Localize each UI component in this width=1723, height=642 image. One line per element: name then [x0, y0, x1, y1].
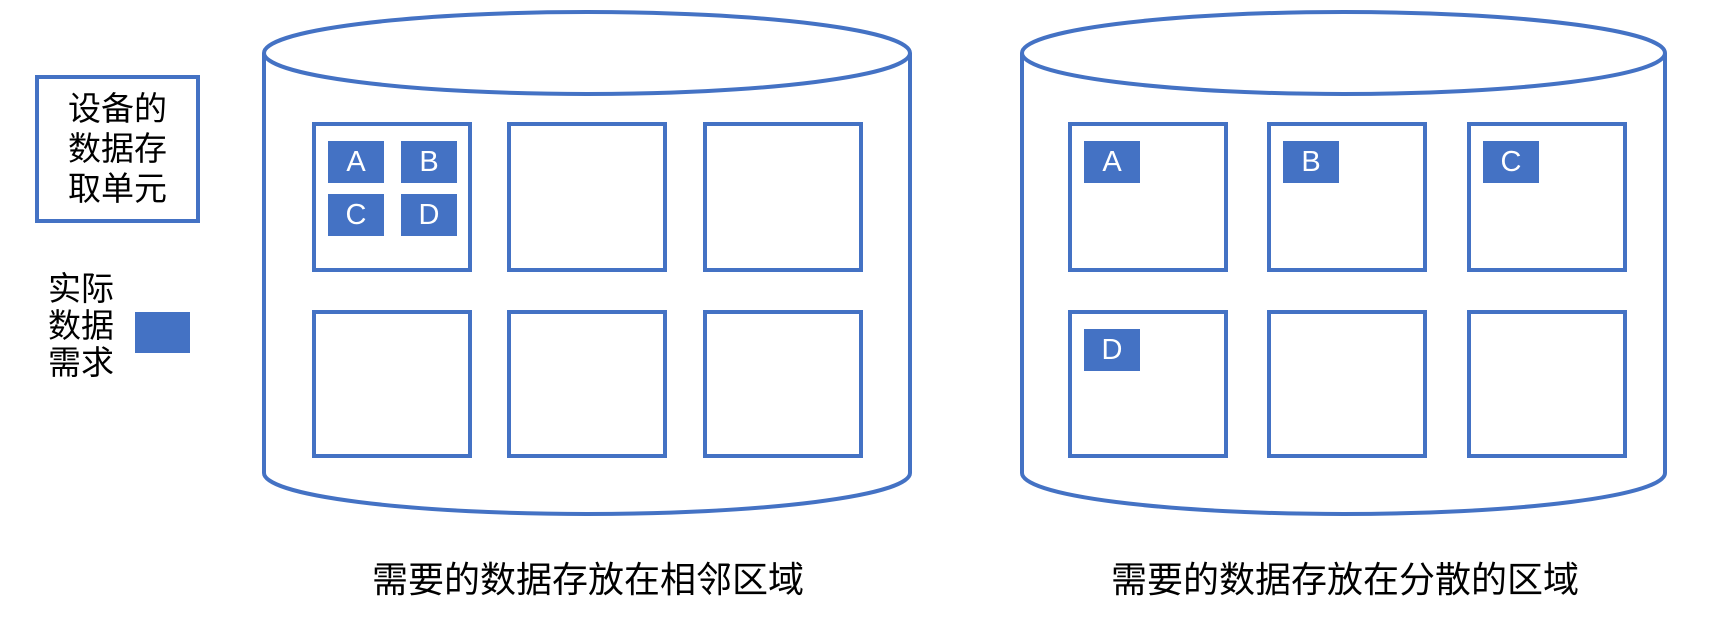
- device-access-unit-legend: 设备的 数据存 取单元: [35, 75, 200, 223]
- left-disk-caption: 需要的数据存放在相邻区域: [371, 559, 804, 600]
- data-unit-chip-c: C: [328, 194, 384, 236]
- data-unit-chip-a: A: [328, 141, 384, 183]
- storage-cell: C: [1467, 122, 1627, 272]
- storage-cell: [703, 310, 863, 458]
- storage-cell: [703, 122, 863, 272]
- storage-cell: [1267, 310, 1427, 458]
- left-disk-cylinder-icon: [262, 10, 913, 516]
- storage-cell: [507, 310, 667, 458]
- storage-cell: A B C D: [312, 122, 472, 272]
- actual-data-demand-label: 实际 数据 需求: [48, 270, 114, 381]
- storage-cell: [1467, 310, 1627, 458]
- data-unit-chip-d: D: [401, 194, 457, 236]
- storage-cell: B: [1267, 122, 1427, 272]
- right-disk-caption: 需要的数据存放在分散的区域: [1110, 559, 1579, 600]
- data-unit-chip-d: D: [1084, 329, 1140, 371]
- storage-cell: A: [1068, 122, 1228, 272]
- storage-cell: D: [1068, 310, 1228, 458]
- storage-cell: [507, 122, 667, 272]
- data-unit-chip-a: A: [1084, 141, 1140, 183]
- data-demand-swatch-icon: [135, 312, 190, 353]
- data-unit-chip-b: B: [1283, 141, 1339, 183]
- data-unit-chip-b: B: [401, 141, 457, 183]
- right-disk-cylinder-icon: [1020, 10, 1668, 516]
- data-unit-chip-c: C: [1483, 141, 1539, 183]
- storage-cell: [312, 310, 472, 458]
